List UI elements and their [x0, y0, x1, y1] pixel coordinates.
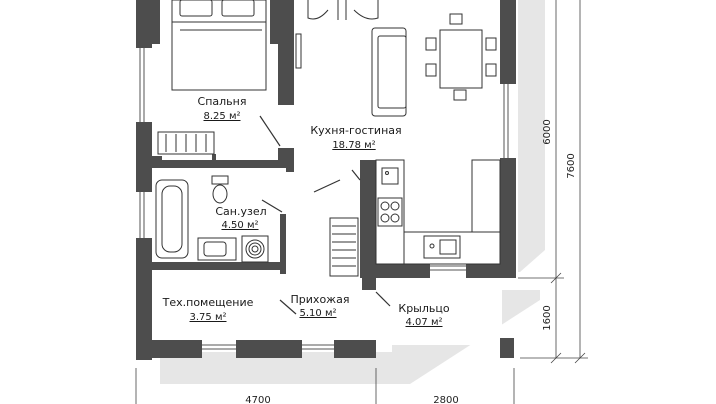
wall-bedroom-south-b: [212, 154, 216, 160]
dim-right-upper: 6000: [542, 119, 553, 144]
wall-west-upper: [136, 0, 152, 48]
room-bedroom-area: 8.25 м²: [204, 111, 241, 122]
dimension-labels: 4700 2800 6000 1600 7600: [245, 119, 577, 404]
room-porch-name: Крыльцо: [398, 302, 449, 315]
sliding-door: [295, 33, 302, 69]
room-hall-area: 5.10 м²: [300, 308, 337, 319]
bathroom-door: [261, 199, 283, 213]
wall-south-1: [136, 340, 202, 358]
stove: [377, 197, 403, 227]
wall-kitchen-south: [466, 264, 516, 278]
entrance-doors: [307, 0, 379, 20]
wall-kitchen-upper-east: [500, 0, 516, 84]
walls: [136, 0, 516, 360]
wall-hall-east: [360, 160, 376, 278]
kitchen-counter: [375, 159, 501, 265]
dim-right-lower: 1600: [542, 305, 553, 330]
bed: [171, 0, 267, 91]
hall-doors: [279, 169, 391, 315]
room-tech-area: 3.75 м²: [190, 312, 227, 323]
room-bathroom-name: Сан.узел: [215, 205, 266, 218]
dim-bottom-left: 4700: [245, 395, 270, 404]
toilet: [211, 175, 229, 204]
porch-column: [500, 338, 514, 358]
hall-wardrobe: [329, 217, 359, 277]
wall-south-2: [236, 340, 302, 358]
wall-stub-top-b: [270, 0, 278, 44]
room-kitchen-area: 18.78 м²: [332, 140, 375, 151]
windows: [139, 48, 509, 350]
room-tech-name: Тех.помещение: [162, 296, 254, 309]
room-porch-area: 4.07 м²: [406, 317, 443, 328]
wall-bath-tech: [152, 262, 284, 270]
wall-hall-east-lower: [362, 268, 376, 290]
wall-bathroom-north: [152, 160, 286, 168]
bathtub: [155, 179, 189, 259]
wall-west-mid: [136, 122, 152, 192]
wall-bedroom-east: [278, 0, 294, 105]
room-labels: Спальня 8.25 м² Кухня-гостиная 18.78 м² …: [162, 95, 450, 328]
room-bathroom-area: 4.50 м²: [222, 220, 259, 231]
room-bedroom-name: Спальня: [198, 95, 247, 108]
room-hall-name: Прихожая: [291, 293, 350, 306]
bedroom-door: [259, 115, 281, 147]
dining-table: [425, 13, 497, 101]
wall-hall-north-stub: [286, 152, 294, 172]
wall-south-3: [334, 340, 376, 358]
room-kitchen-name: Кухня-гостиная: [310, 124, 401, 137]
washbasin: [197, 237, 237, 261]
dimension-lines: [135, 0, 588, 404]
wall-west-lower: [136, 238, 152, 360]
boiler: [241, 235, 269, 263]
wall-tech-hall: [280, 214, 286, 274]
kitchen-sink: [423, 235, 461, 259]
wall-stub-top: [152, 0, 160, 44]
wardrobe: [157, 131, 215, 155]
dim-right-total: 7600: [566, 153, 577, 178]
wall-kitchen-south-left: [374, 264, 430, 278]
dim-bottom-right: 2800: [433, 395, 458, 404]
sofa: [371, 27, 407, 117]
wall-kitchen-east: [500, 158, 516, 278]
